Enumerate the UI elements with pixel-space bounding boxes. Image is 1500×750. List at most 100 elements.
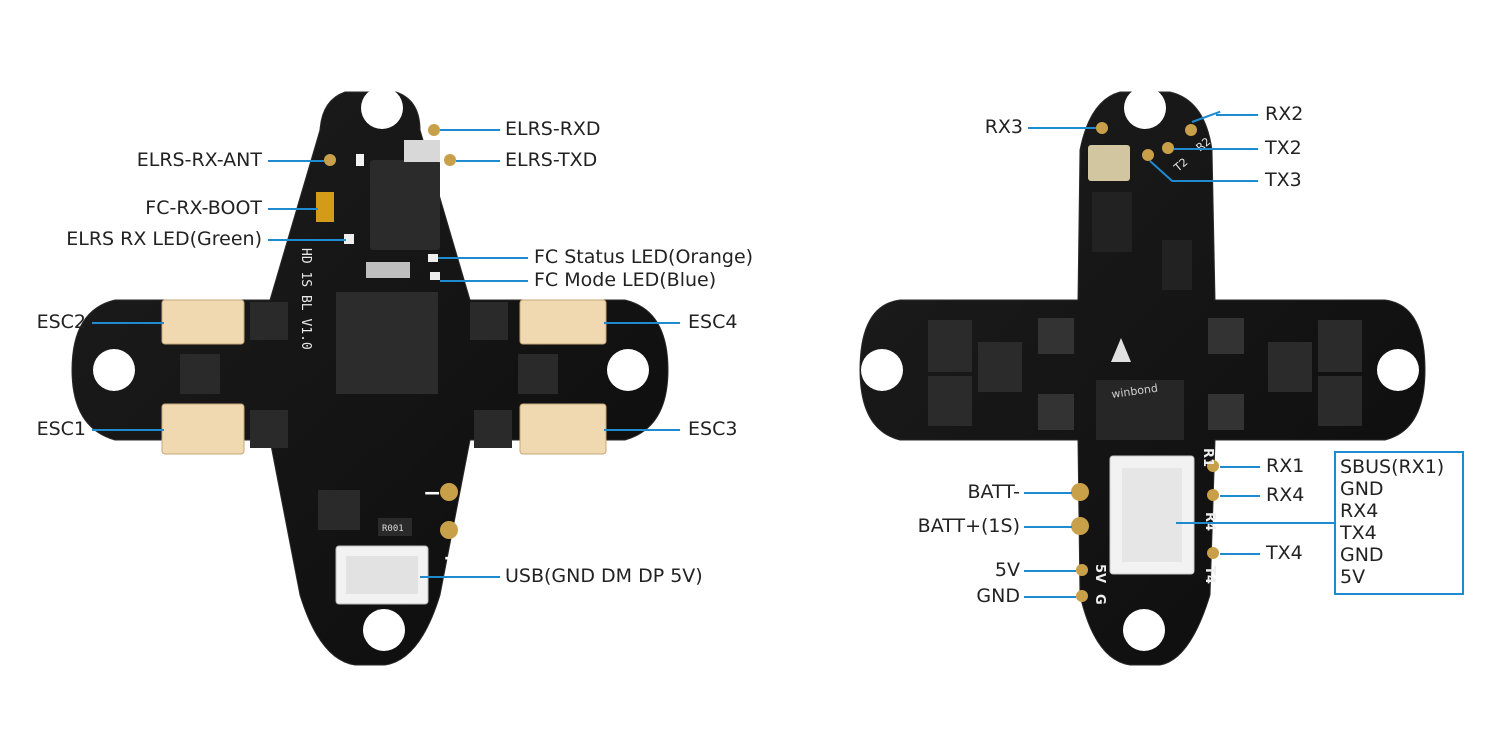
mcu-chip [336,292,438,394]
label-elrs-rx-led: ELRS RX LED(Green) [66,228,262,250]
label-batt-minus: BATT- [967,481,1020,503]
leader-fc-status-led [438,257,528,259]
pad-batt-minus [1071,483,1089,501]
sbus-pin: TX4 [1340,522,1377,544]
mount-hole-top [361,87,403,129]
label-esc2: ESC2 [36,311,86,333]
leader-usb [420,576,500,578]
back-board: T2 R2 winbond [859,87,1426,666]
sbus-pinout-box: SBUS(RX1) GND RX4 TX4 GND 5V [1334,451,1464,595]
label-rx4: RX4 [1266,484,1305,506]
fc-status-led [428,254,438,262]
silk-r4: R4 [1202,512,1217,531]
silk-plus: + [443,546,461,571]
leader-gnd [1024,596,1076,598]
gate-driver [1208,318,1244,354]
mosfet [518,354,558,394]
label-fc-mode-led: FC Mode LED(Blue) [534,269,717,291]
winbond-chip [1096,380,1184,440]
esc3-connector [519,403,607,455]
label-usb: USB(GND DM DP 5V) [505,565,703,587]
sbus-pin: SBUS(RX1) [1340,456,1445,478]
flash-chip [1092,192,1132,252]
esc2-connector [161,299,245,345]
gate-driver [1038,318,1074,354]
pad-tx2 [1162,142,1174,154]
fc-crystal [366,262,410,278]
label-rx1: RX1 [1266,455,1305,477]
silk-minus: − [423,481,441,506]
label-fc-status-led: FC Status LED(Orange) [534,246,754,268]
leader-rx2 [1216,114,1258,116]
boot-button [316,192,334,222]
elrs-led [344,234,354,244]
fc-mode-led [430,272,440,280]
elrs-crystal [404,140,440,162]
leader-elrs-rx-ant [268,160,324,162]
leader-rx4 [1220,495,1260,497]
mount-hole-left [861,349,903,391]
label-elrs-txd: ELRS-TXD [505,149,598,171]
label-tx2: TX2 [1265,137,1302,159]
sbus-pin: RX4 [1340,500,1379,522]
mount-hole-right [607,349,649,391]
sbus-connector-inner [1122,468,1182,562]
leader-batt-minus [1024,492,1072,494]
mosfet [250,302,288,340]
leader-elrs-rx-led [268,239,346,241]
gate-driver [1208,394,1244,430]
silk-brand: winbond [1111,382,1159,401]
label-esc3: ESC3 [688,418,738,440]
pad-batt-plus [1071,517,1089,535]
leader-esc3 [604,429,680,431]
esc4-connector [519,299,607,345]
antenna-connector [356,154,364,166]
sbus-pin: GND [1340,544,1384,566]
pad-rx4 [1207,489,1219,501]
shunt-resistor [378,518,412,536]
label-5v: 5V [994,559,1020,581]
label-batt-plus: BATT+(1S) [917,515,1020,537]
pad-elrs-rxd [428,124,440,136]
label-gnd: GND [976,585,1020,607]
pad-gnd [1076,590,1088,602]
leader-esc4 [604,322,680,324]
silk-v5: 5V [1092,564,1107,583]
leader-fc-rx-boot [268,208,318,210]
gate-driver [1038,394,1074,430]
leader-esc2 [92,322,164,324]
label-esc4: ESC4 [688,311,738,333]
mosfet [928,376,972,426]
sbus-pin: GND [1340,478,1384,500]
leader-5v [1024,570,1076,572]
leader-elrs-txd [456,160,500,162]
pad-5v [1076,564,1088,576]
front-board: HD 1S BL V1.0 + − R001 [71,87,669,666]
pad-elrs-txd [444,154,456,166]
esc1-connector [161,403,245,455]
leader-sbus-connector [1176,522,1334,524]
mount-hole-right [1377,349,1419,391]
ic-chip [1162,240,1192,290]
label-tx4: TX4 [1266,542,1303,564]
back-board-pcb [859,91,1426,666]
mosfet [250,410,288,448]
leader-rx3 [1028,127,1096,129]
mosfet [1318,376,1362,426]
label-rx3: RX3 [984,116,1023,138]
mount-hole-bottom [1123,609,1165,651]
leader-esc1 [92,429,164,431]
leader-tx3 [1172,180,1258,182]
label-esc1: ESC1 [36,418,86,440]
leader-batt-plus [1024,526,1072,528]
label-rx2: RX2 [1265,103,1304,125]
label-elrs-rx-ant: ELRS-RX-ANT [136,149,262,171]
label-tx3: TX3 [1265,169,1302,191]
pad-rx3 [1096,122,1108,134]
pad-tx4 [1207,547,1219,559]
label-fc-rx-boot: FC-RX-BOOT [145,197,262,219]
leader-rx1 [1220,466,1260,468]
leader-tx4 [1220,553,1260,555]
